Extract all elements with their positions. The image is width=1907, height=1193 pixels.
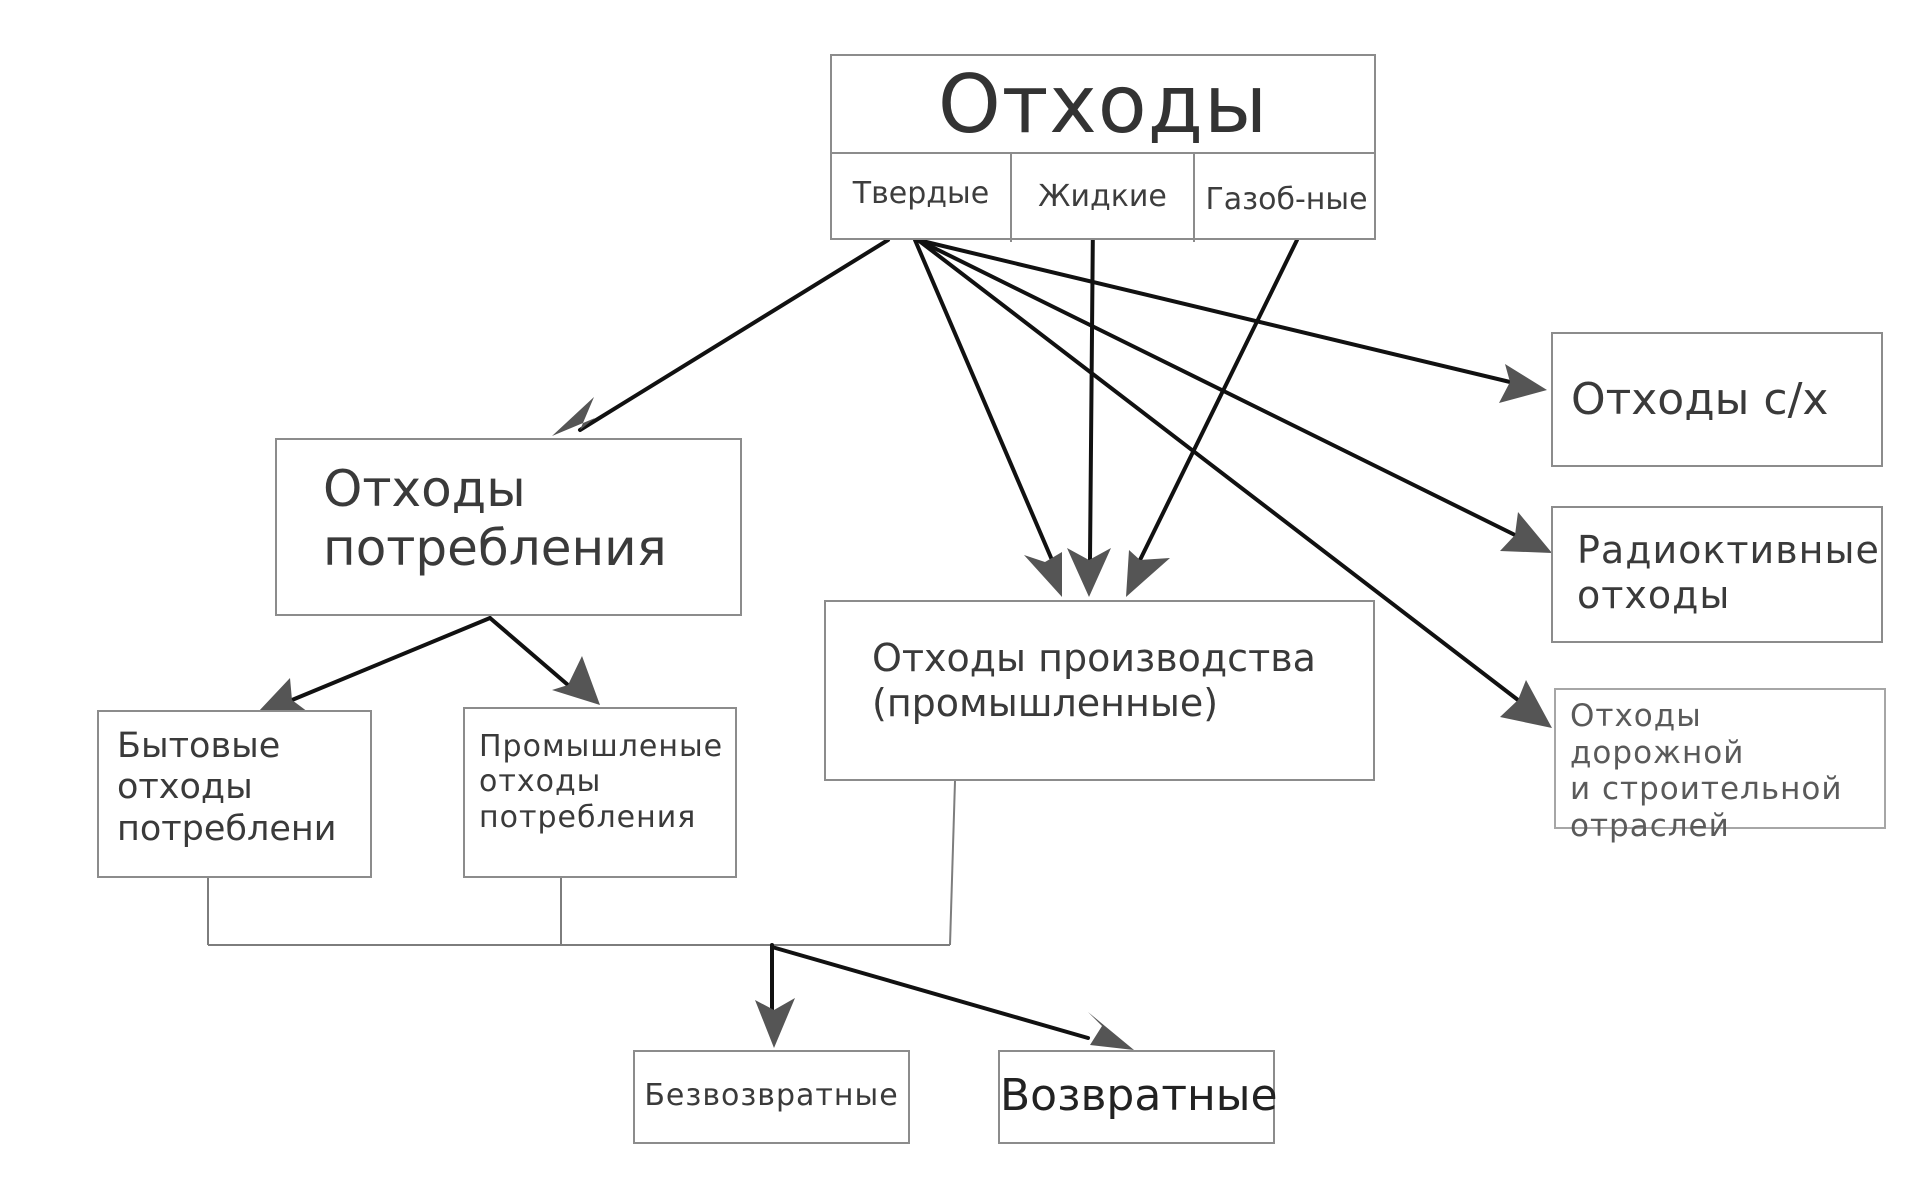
waste-root-box: Отходы Твердые Жидкие Газоб-ные	[830, 54, 1376, 242]
arrow-to-agricultural	[916, 238, 1512, 384]
arrow-liquid-to-production	[1088, 216, 1095, 562]
production-waste-box: Отходы производства (промышленные)	[824, 600, 1375, 781]
arrow-solid-to-production	[913, 238, 1054, 562]
household-waste-label: Бытовые отходы потреблени	[117, 726, 337, 849]
road-construction-waste-label: Отходы дорожной и строительной отраслей	[1570, 698, 1843, 844]
arrow-to-consumption	[578, 238, 890, 432]
radioactive-waste-label: Радиоктивные отходы	[1577, 528, 1880, 617]
arrowhead-returnable	[1088, 1012, 1134, 1050]
production-waste-label: Отходы производства (промышленные)	[872, 636, 1316, 725]
arrowhead-non-returnable	[755, 998, 795, 1048]
arrowhead-household	[258, 678, 308, 712]
arrowhead-industrial-consumption	[552, 656, 600, 705]
returnable-box: Возвратные	[998, 1050, 1278, 1144]
state-liquid-cell: Жидкие	[1012, 154, 1195, 242]
arrowhead-agricultural	[1499, 364, 1547, 403]
non-returnable-box: Безвозвратные	[633, 1050, 910, 1144]
arrow-to-industrial-consumption	[488, 616, 570, 687]
arrowhead-radioactive	[1500, 512, 1552, 553]
consumption-waste-label: Отходы потребления	[323, 460, 667, 577]
radioactive-waste-box: Радиоктивные отходы	[1551, 506, 1883, 643]
state-gas-cell: Газоб-ные	[1205, 182, 1368, 217]
industrial-consumption-waste-box: Промышленые отходы потребления	[463, 707, 737, 878]
arrow-gas-to-production	[1138, 238, 1299, 562]
arrowhead-production-solid	[1024, 552, 1062, 597]
bracket-production	[949, 780, 956, 946]
arrowhead-production-gas	[1126, 550, 1170, 597]
industrial-consumption-waste-label: Промышленые отходы потребления	[479, 729, 724, 835]
agricultural-waste-label: Отходы с/х	[1571, 374, 1829, 425]
arrowhead-road-construction	[1500, 680, 1552, 728]
agricultural-waste-box: Отходы с/х	[1551, 332, 1883, 467]
arrowhead-consumption	[552, 397, 595, 436]
arrowhead-production-liquid	[1067, 548, 1111, 597]
returnable-label: Возвратные	[1000, 1070, 1278, 1121]
arrow-bracket-to-returnable	[770, 945, 1090, 1040]
household-waste-box: Бытовые отходы потреблени	[97, 710, 372, 878]
arrow-to-road-construction	[916, 238, 1520, 702]
waste-root-title: Отходы	[832, 56, 1374, 154]
road-construction-waste-box: Отходы дорожной и строительной отраслей	[1554, 688, 1886, 844]
arrow-to-radioactive	[916, 238, 1517, 537]
consumption-waste-box: Отходы потребления	[275, 438, 742, 616]
arrow-to-household	[290, 616, 492, 702]
non-returnable-label: Безвозвратные	[644, 1078, 899, 1113]
state-solid-cell: Твердые	[832, 154, 1012, 242]
